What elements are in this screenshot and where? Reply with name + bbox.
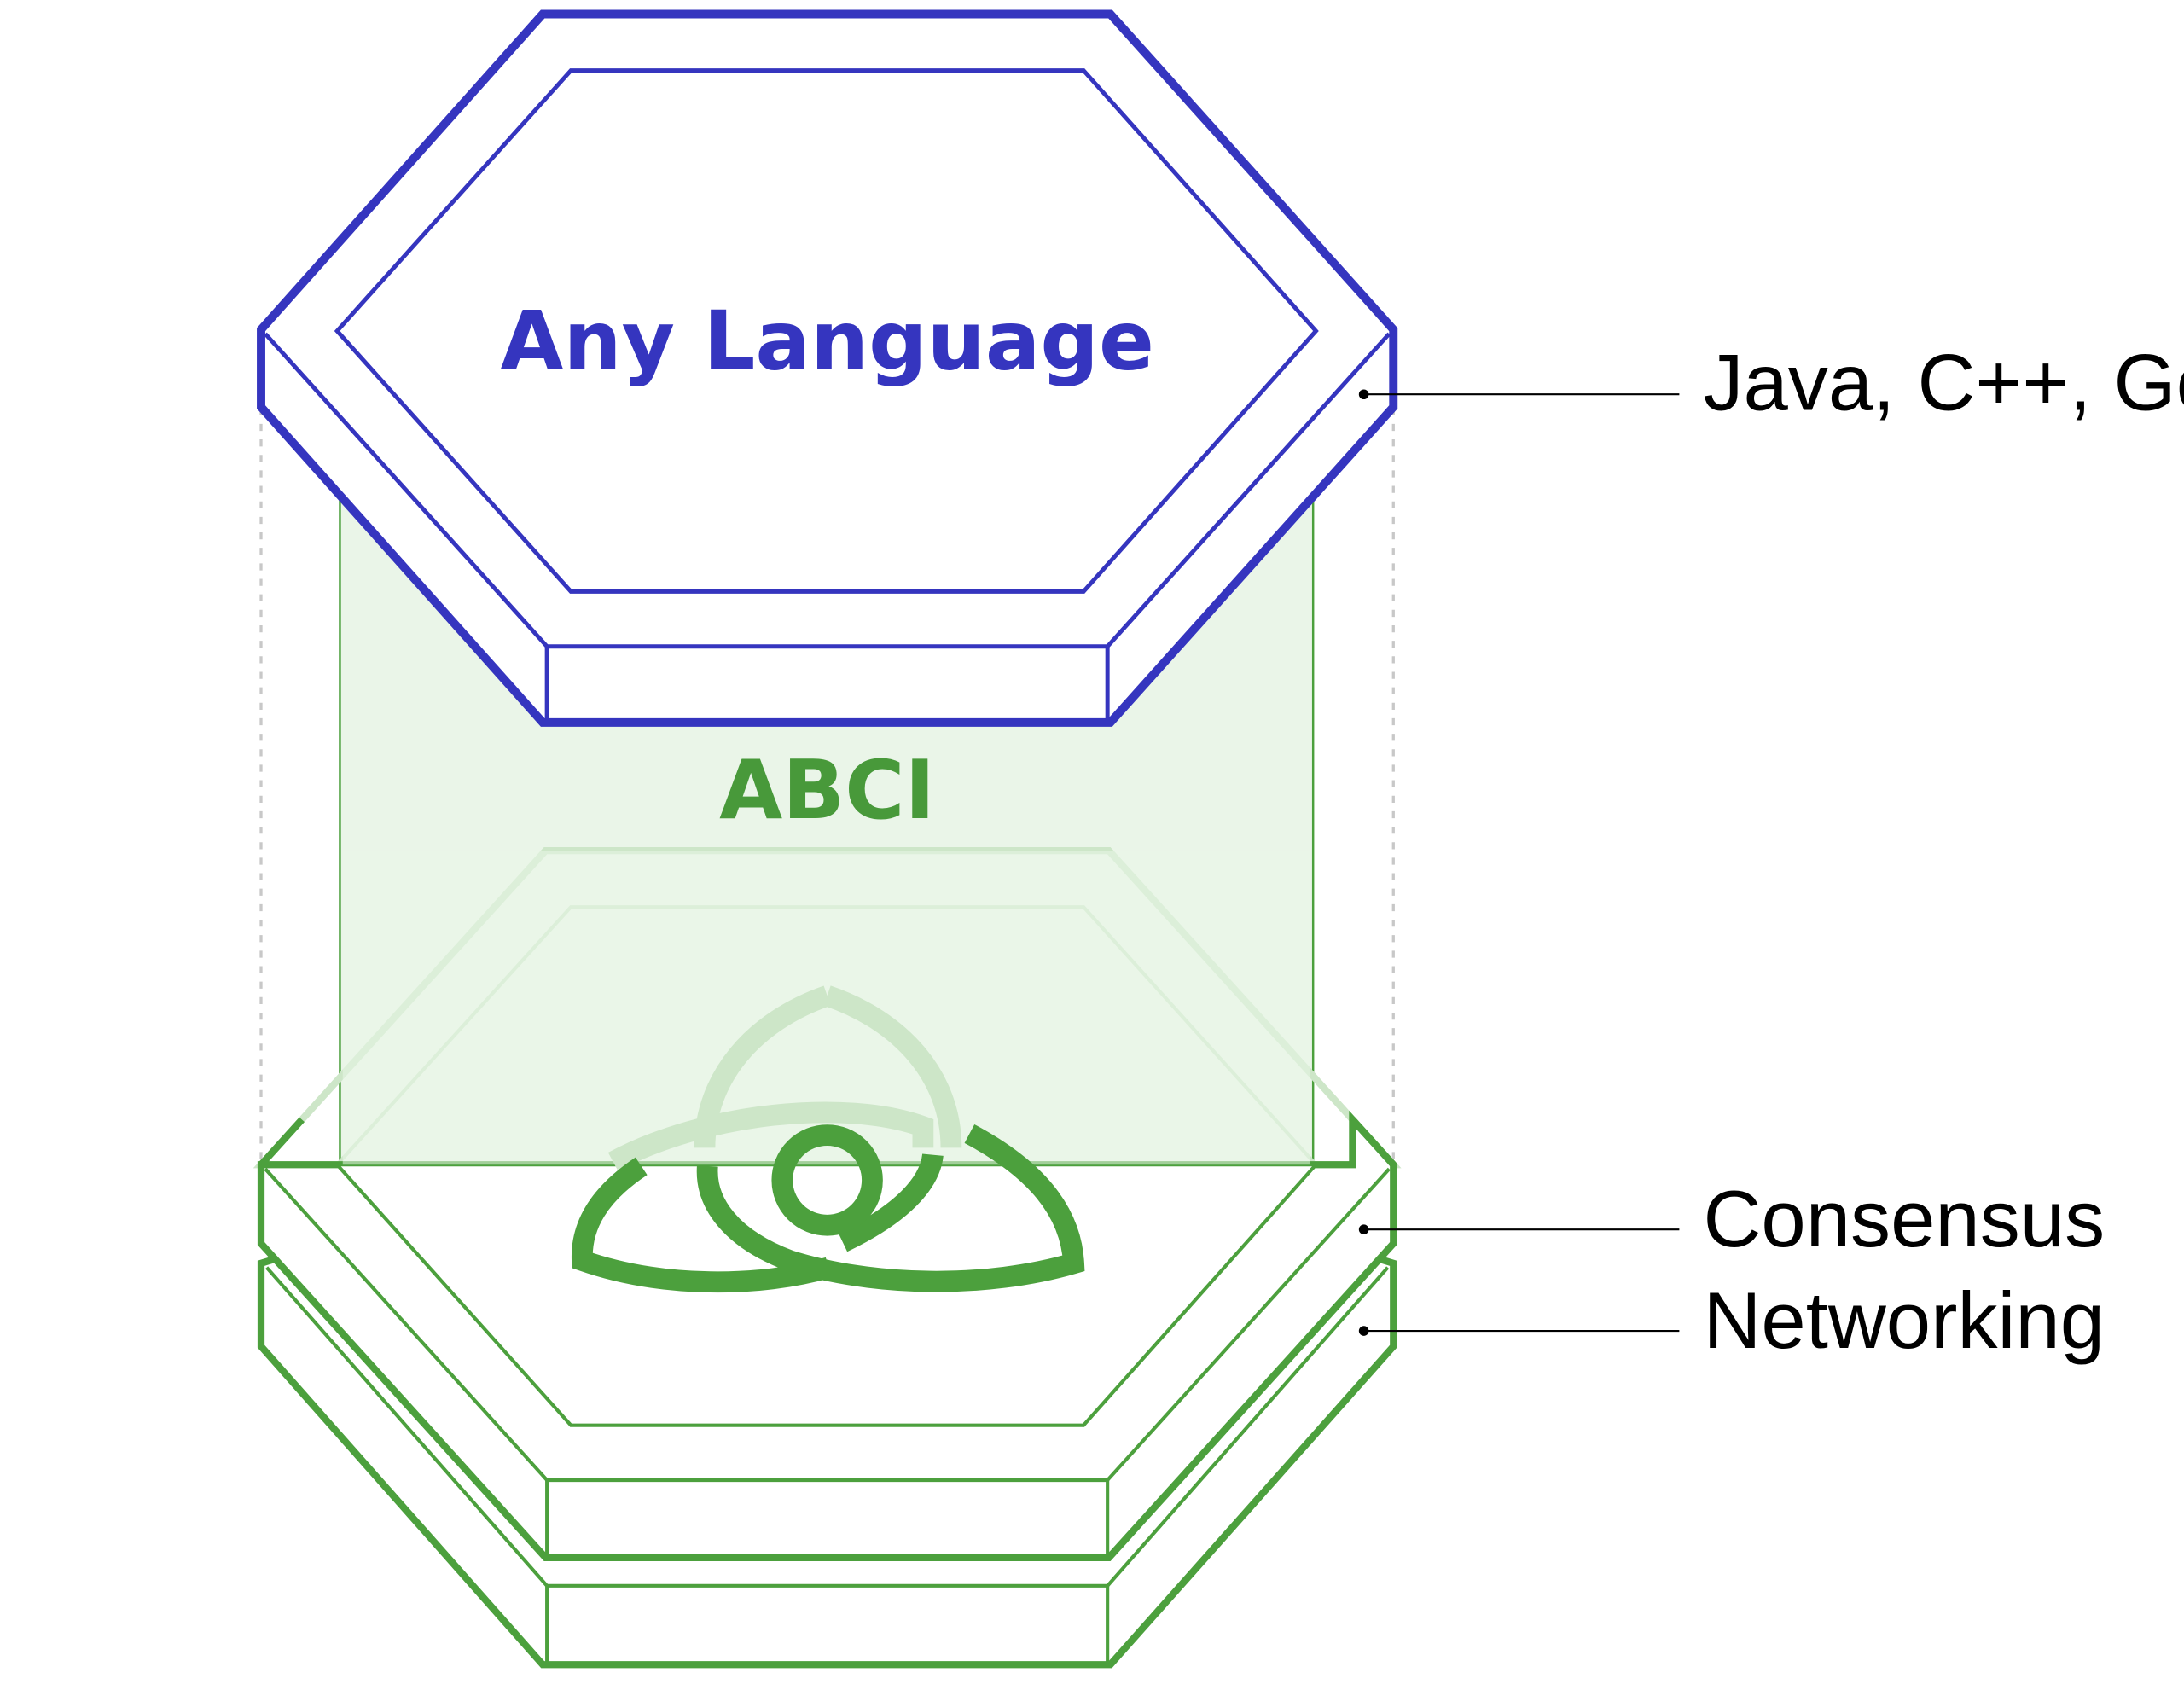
logo-inner-arc <box>838 1153 944 1252</box>
callout-label-networking: Networking <box>1703 1275 2105 1365</box>
logo-left-arc <box>572 1157 832 1293</box>
callout-app-layer: Java, C++, Go etc. <box>1358 337 2184 427</box>
consensus-top-edge <box>264 1167 549 1482</box>
any-language-inner-hexagon <box>334 68 1319 594</box>
guide-lines <box>259 408 1395 1170</box>
networking-top-edge <box>1106 1266 1390 1588</box>
consensus-layer <box>253 846 1402 1561</box>
logo-center-ring <box>771 1124 883 1236</box>
consensus-top-edge <box>1106 1167 1391 1482</box>
any-language-top-edge <box>264 332 549 648</box>
abci-label: ABCI <box>719 742 935 838</box>
logo-right-arc <box>696 1124 1085 1292</box>
logo-arc-faded <box>607 1101 934 1171</box>
any-language-label: Any Language <box>500 293 1153 389</box>
callout-label-app-layer: Java, C++, Go etc. <box>1703 337 2184 427</box>
callout-networking-layer: Networking <box>1358 1275 2105 1365</box>
networking-top-edge <box>265 1266 549 1588</box>
any-language-layer <box>257 9 1398 727</box>
any-language-top-edge <box>1106 332 1391 648</box>
any-language-layer-outline <box>257 9 1398 727</box>
callout-consensus-layer: Consensus <box>1358 1174 2105 1263</box>
consensus-layer-outline <box>258 1117 1397 1168</box>
callout-label-consensus: Consensus <box>1703 1174 2105 1263</box>
tendermint-logo-icon <box>572 985 1085 1293</box>
